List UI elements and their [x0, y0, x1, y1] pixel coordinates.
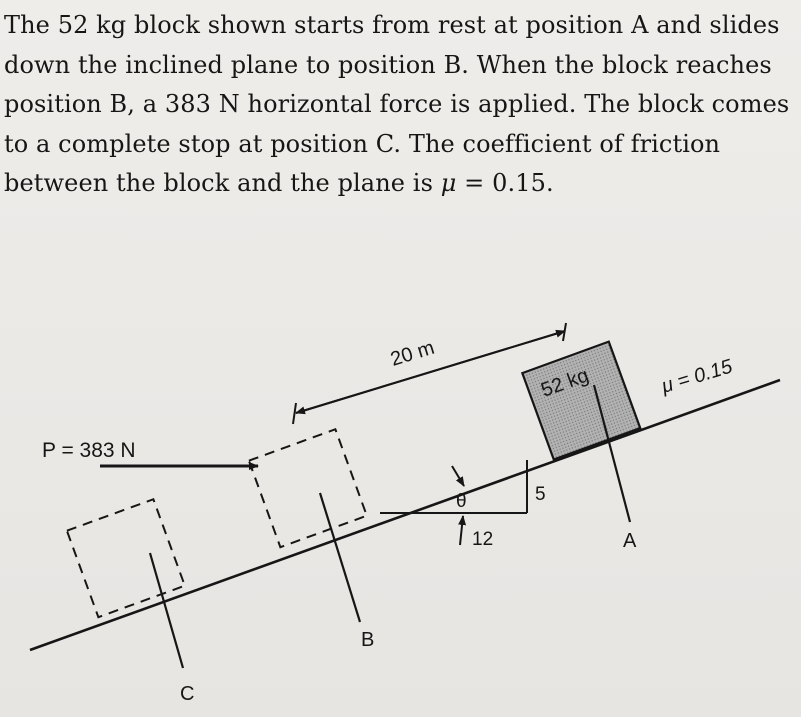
problem-text: The 52 kg block shown starts from rest a… — [4, 11, 790, 197]
slope-run-label: 12 — [472, 529, 493, 550]
incline-plane — [29, 378, 781, 652]
position-a-label: A — [623, 530, 637, 552]
problem-statement: The 52 kg block shown starts from rest a… — [4, 6, 794, 204]
mu-value: = 0.15. — [456, 169, 554, 197]
angle-arrow-lower — [458, 515, 467, 546]
block-at-b — [247, 427, 369, 549]
position-line-b — [318, 492, 362, 623]
block-at-a — [520, 340, 642, 461]
position-b-label: B — [361, 629, 374, 651]
block-at-c — [65, 497, 187, 619]
position-line-a — [592, 384, 632, 523]
position-line-c — [148, 552, 185, 669]
friction-label: μ = 0.15 — [658, 355, 736, 398]
angle-label: θ — [456, 491, 467, 512]
slope-rise-label: 5 — [535, 484, 546, 505]
mu-symbol: μ — [440, 169, 457, 197]
position-c-label: C — [180, 683, 194, 705]
angle-arrow-upper — [451, 465, 465, 487]
dimension-tick-left — [292, 402, 297, 425]
dimension-label: 20 m — [388, 337, 437, 371]
force-label: P = 383 N — [42, 439, 136, 462]
